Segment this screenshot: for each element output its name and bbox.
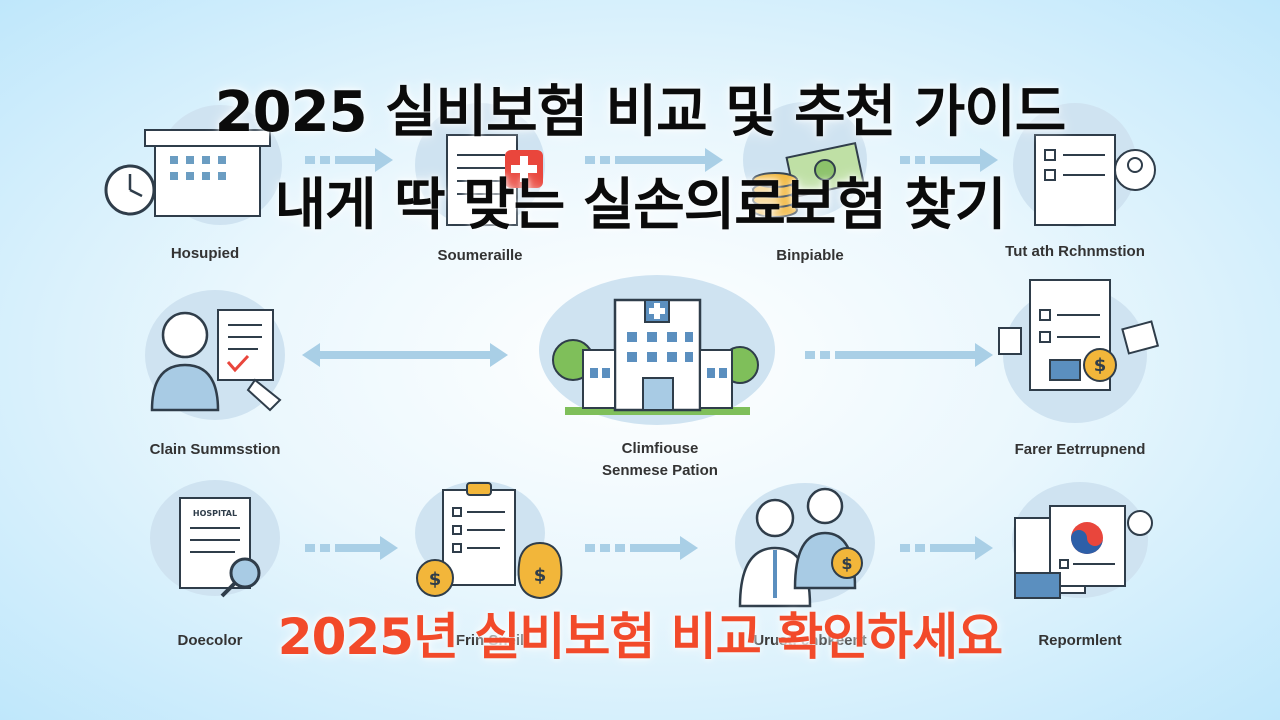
arrow-r3-3 — [900, 536, 993, 560]
dollar-text-2: $ — [429, 569, 442, 590]
label-r2c1: Clain Summsstion — [149, 441, 281, 458]
hospital-icon — [104, 105, 282, 225]
checklist-icon — [1013, 103, 1156, 227]
arrow-r2-right — [805, 343, 993, 367]
label-r2c4: Farer Eetrrupnend — [1014, 441, 1146, 458]
dollar-text-1: $ — [1094, 355, 1107, 376]
label-r3c3: Urust. chbkeent — [753, 632, 867, 649]
label-r1c1: Hosupied — [170, 245, 240, 262]
title-line-2: 내게 딱 맞는 실손의료보험 찾기 — [274, 173, 1007, 238]
label-r3c2: Frin Sneil — [455, 632, 525, 649]
dollar-text-4: $ — [841, 554, 852, 573]
money-bag-icon: $ $ — [415, 481, 563, 600]
label-r1c4: Tut ath Rchnmstion — [1005, 243, 1145, 260]
clipboard-icon: $ — [998, 279, 1160, 423]
arrow-r3-1 — [305, 536, 398, 560]
document-icon — [415, 103, 545, 227]
money-icon — [743, 102, 867, 218]
person-icon — [145, 290, 285, 420]
flag-card-icon — [1012, 482, 1153, 599]
handshake-icon — [246, 378, 282, 412]
dollar-text-3: $ — [534, 565, 547, 586]
arrow-r2-left — [302, 343, 508, 367]
label-r3c1: Doecolor — [177, 632, 243, 649]
label-r2c2a: Climfiouse — [621, 440, 699, 457]
arrow-r1-2 — [585, 148, 723, 172]
coins-icon — [752, 172, 798, 218]
hospital-sign-text: HOSPITAL — [193, 509, 237, 518]
subtitle: 2025년 실비보험 비교 확인하세요 — [277, 608, 1003, 666]
label-r1c3: Binpiable — [776, 247, 844, 264]
hospital-icon-center — [539, 275, 775, 425]
doctor-icon: $ — [735, 483, 875, 608]
arrow-r1-1 — [305, 148, 393, 172]
arrow-r3-2 — [585, 536, 698, 560]
magnifier-icon: HOSPITAL — [150, 480, 280, 598]
label-r3c4: Repormlent — [1038, 632, 1122, 649]
title-line-1: 2025 실비보험 비교 및 추천 가이드 — [214, 80, 1067, 145]
label-r2c2b: Senmese Pation — [602, 462, 718, 479]
medical-cross-icon — [505, 150, 543, 188]
clock-icon — [104, 164, 156, 216]
arrow-r1-3 — [900, 148, 998, 172]
label-r1c2: Soumeraille — [437, 247, 523, 264]
